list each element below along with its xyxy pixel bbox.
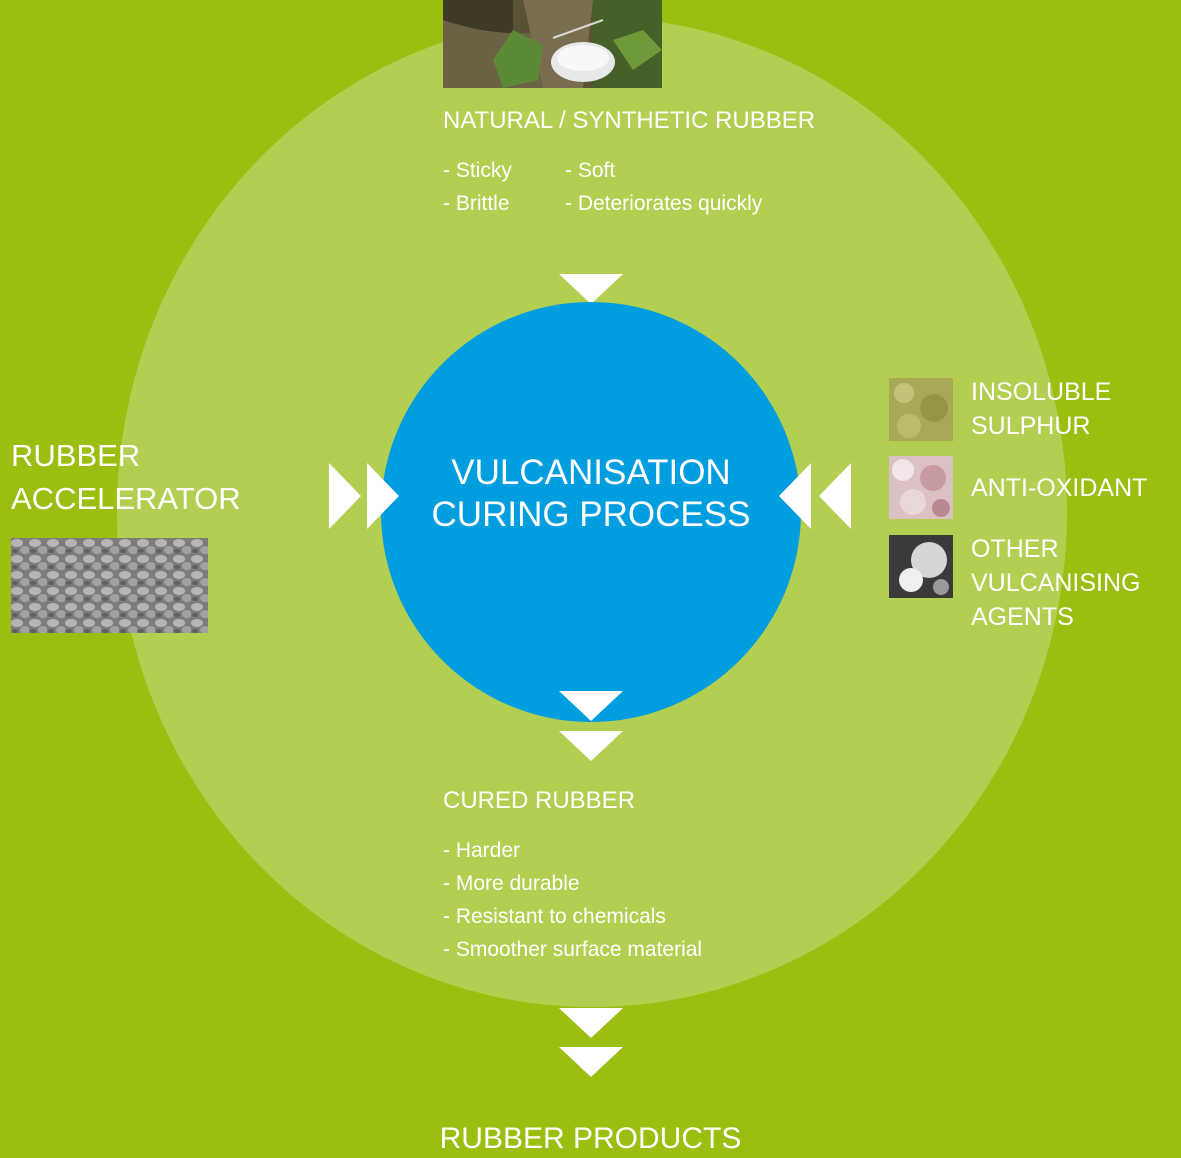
accelerator-label: RUBBER ACCELERATOR [11,434,241,520]
right-arrow-icon [329,463,361,529]
left-arrow-icon [819,463,851,529]
down-arrow-icon [559,274,623,304]
input-property-deteriorates: - Deteriorates quickly [565,192,763,215]
down-arrow-icon [559,691,623,721]
antioxidant-label: ANTI-OXIDANT [971,474,1148,502]
accelerator-label-line-2: ACCELERATOR [11,481,241,516]
sulphur-label-line-1: INSOLUBLE [971,378,1112,406]
accelerator-label-line-1: RUBBER [11,438,141,473]
input-title: NATURAL / SYNTHETIC RUBBER [443,107,816,134]
down-arrow-icon [559,1047,623,1077]
vulcanising-agents-photo [889,535,953,598]
core-label-line-2: CURING PROCESS [431,495,751,534]
output-property-smoother: - Smoother surface material [443,938,703,961]
vulcanising-agents-label: OTHER VULCANISING AGENTS [971,532,1140,634]
latex-tapping-photo [443,0,662,88]
down-arrow-icon [559,1008,623,1038]
input-property-brittle: - Brittle [443,192,510,215]
input-property-soft: - Soft [565,159,616,182]
final-products-label: RUBBER PRODUCTS [439,1122,742,1155]
output-property-durable: - More durable [443,872,580,895]
core-label: VULCANISATION CURING PROCESS [381,452,801,536]
core-label-line-1: VULCANISATION [451,453,731,492]
sulphur-photo [889,378,953,441]
right-arrow-icon [367,463,399,529]
left-arrow-icon [779,463,811,529]
accelerator-pellets-photo [11,538,208,633]
output-title: CURED RUBBER [443,787,636,814]
vulcanising-agents-line-1: OTHER [971,535,1059,563]
antioxidant-photo [889,456,953,519]
sulphur-label: INSOLUBLE SULPHUR [971,375,1111,443]
down-arrow-icon [559,731,623,761]
sulphur-label-line-2: SULPHUR [971,412,1091,440]
vulcanising-agents-line-3: AGENTS [971,603,1074,631]
input-property-sticky: - Sticky [443,159,512,182]
vulcanising-agents-line-2: VULCANISING [971,569,1141,597]
output-property-resistant: - Resistant to chemicals [443,905,666,928]
vulcanisation-core-circle [381,302,801,722]
output-property-harder: - Harder [443,839,521,862]
